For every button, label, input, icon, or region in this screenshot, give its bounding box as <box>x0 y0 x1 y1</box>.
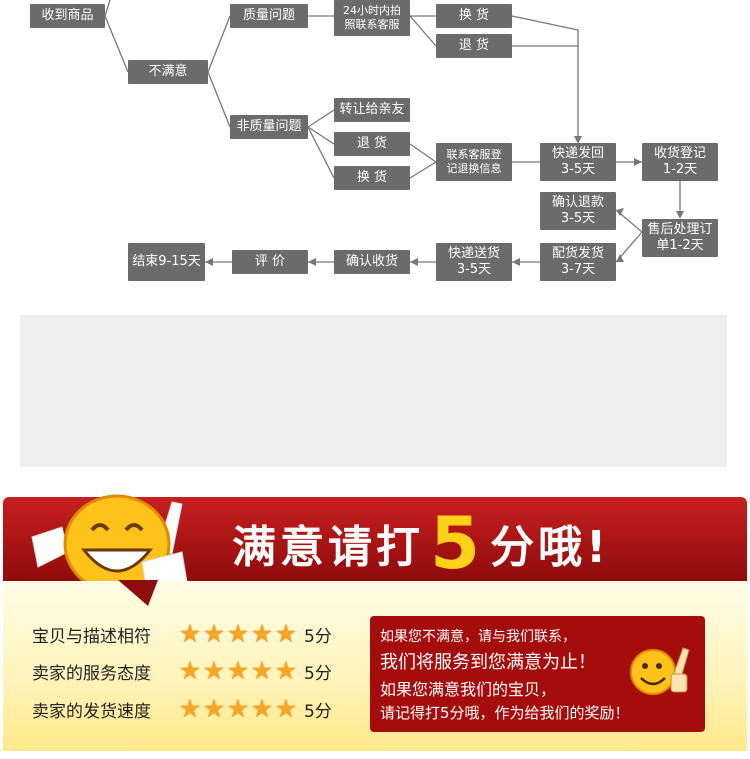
node-after-sale-line2: 单1-2天 <box>656 238 704 253</box>
star-icon: ★ <box>274 619 298 648</box>
star-icon: ★ <box>226 619 250 648</box>
node-contact-register-line1: 联系客服登 <box>446 148 502 161</box>
node-express-deliver: 快递送货 3-5天 <box>436 243 512 281</box>
node-contact-24h-line1: 24小时内拍 <box>343 4 401 17</box>
rating-label: 卖家的发货速度 <box>32 701 151 722</box>
star-icon: ★ <box>250 619 274 648</box>
node-contact-24h-line2: 照联系客服 <box>344 18 400 31</box>
node-contact-register-line2: 记退换信息 <box>446 162 502 175</box>
banner-pointer <box>118 580 158 606</box>
node-transfer-friend: 转让给亲友 <box>334 98 410 122</box>
node-confirm-receipt: 确认收货 <box>334 250 410 274</box>
rating-row: 卖家的发货速度 ★★★★★ 5分 <box>32 694 332 724</box>
rating-label: 宝贝与描述相符 <box>32 626 151 647</box>
star-icon: ★ <box>226 694 250 723</box>
node-return-top: 退 货 <box>436 34 512 58</box>
banner-title-left: 满意请打 <box>232 522 424 573</box>
rating-score: 5分 <box>304 663 332 684</box>
node-express-back-line1: 快递发回 <box>551 146 604 161</box>
notice-box: 如果您不满意，请与我们联系， 我们将服务到您满意为止！ 如果您满意我们的宝贝， … <box>370 616 705 732</box>
node-receive-register-line1: 收货登记 <box>653 146 706 161</box>
node-ship-line2: 3-7天 <box>560 262 596 277</box>
node-confirm-refund: 确认退款 3-5天 <box>540 192 616 230</box>
node-non-quality-issue: 非质量问题 <box>230 115 308 139</box>
notice-line-3: 如果您满意我们的宝贝， <box>380 680 557 699</box>
node-express-deliver-line2: 3-5天 <box>456 262 492 277</box>
node-contact-24h: 24小时内拍 照联系客服 <box>334 0 410 36</box>
star-icon: ★ <box>250 694 274 723</box>
banner-title: 满意请打 5 分哦! <box>232 501 611 585</box>
rating-score: 5分 <box>304 626 332 647</box>
node-express-back: 快递发回 3-5天 <box>540 143 616 181</box>
star-icon: ★ <box>178 694 202 723</box>
star-icon: ★ <box>202 694 226 723</box>
star-icon: ★ <box>226 656 250 685</box>
star-icon: ★ <box>178 656 202 685</box>
node-end: 结束9-15天 <box>128 243 205 281</box>
notice-line-4: 请记得打5分哦，作为给我们的奖励！ <box>380 704 630 722</box>
flowchart-connectors <box>104 0 684 266</box>
node-quality-issue: 质量问题 <box>230 4 308 28</box>
node-received: 收到商品 <box>30 4 105 28</box>
rating-label: 卖家的服务态度 <box>32 663 151 684</box>
notice-line-1: 如果您不满意，请与我们联系， <box>380 629 576 645</box>
smiley-thumbs-up-icon <box>31 494 188 594</box>
placeholder-panel <box>20 315 727 467</box>
banner-title-right: 分哦! <box>490 522 611 573</box>
node-after-sale-line1: 售后处理订 <box>647 222 713 237</box>
node-exchange-mid: 换 货 <box>334 166 410 190</box>
node-exchange-top: 换 货 <box>436 4 512 28</box>
node-ship-line1: 配货发货 <box>551 246 604 261</box>
node-ship: 配货发货 3-7天 <box>540 243 616 281</box>
node-receive-register-line2: 1-2天 <box>662 162 698 177</box>
star-rating: ★★★★★ <box>178 656 298 685</box>
star-icon: ★ <box>202 619 226 648</box>
node-after-sale: 售后处理订 单1-2天 <box>642 219 718 257</box>
rating-row: 卖家的服务态度 ★★★★★ 5分 <box>32 656 332 686</box>
node-unsatisfied: 不满意 <box>128 60 208 84</box>
star-icon: ★ <box>178 619 202 648</box>
rating-row: 宝贝与描述相符 ★★★★★ 5分 <box>32 619 332 649</box>
star-rating: ★★★★★ <box>178 694 298 723</box>
notice-line-2: 我们将服务到您满意为止！ <box>380 652 596 673</box>
node-receive-register: 收货登记 1-2天 <box>642 143 718 181</box>
rating-score: 5分 <box>304 701 332 722</box>
star-icon: ★ <box>202 656 226 685</box>
node-express-back-line2: 3-5天 <box>560 162 596 177</box>
node-contact-register: 联系客服登 记退换信息 <box>436 143 512 181</box>
smiley-thumbs-up-icon <box>630 647 690 695</box>
node-return-mid: 退 货 <box>334 132 410 156</box>
banner-title-number: 5 <box>430 501 485 585</box>
star-icon: ★ <box>250 656 274 685</box>
star-icon: ★ <box>274 656 298 685</box>
star-rating: ★★★★★ <box>178 619 298 648</box>
star-icon: ★ <box>274 694 298 723</box>
node-express-deliver-line1: 快递送货 <box>447 246 500 261</box>
node-confirm-refund-line2: 3-5天 <box>560 211 596 226</box>
node-review: 评 价 <box>232 250 308 274</box>
node-confirm-refund-line1: 确认退款 <box>551 195 604 210</box>
